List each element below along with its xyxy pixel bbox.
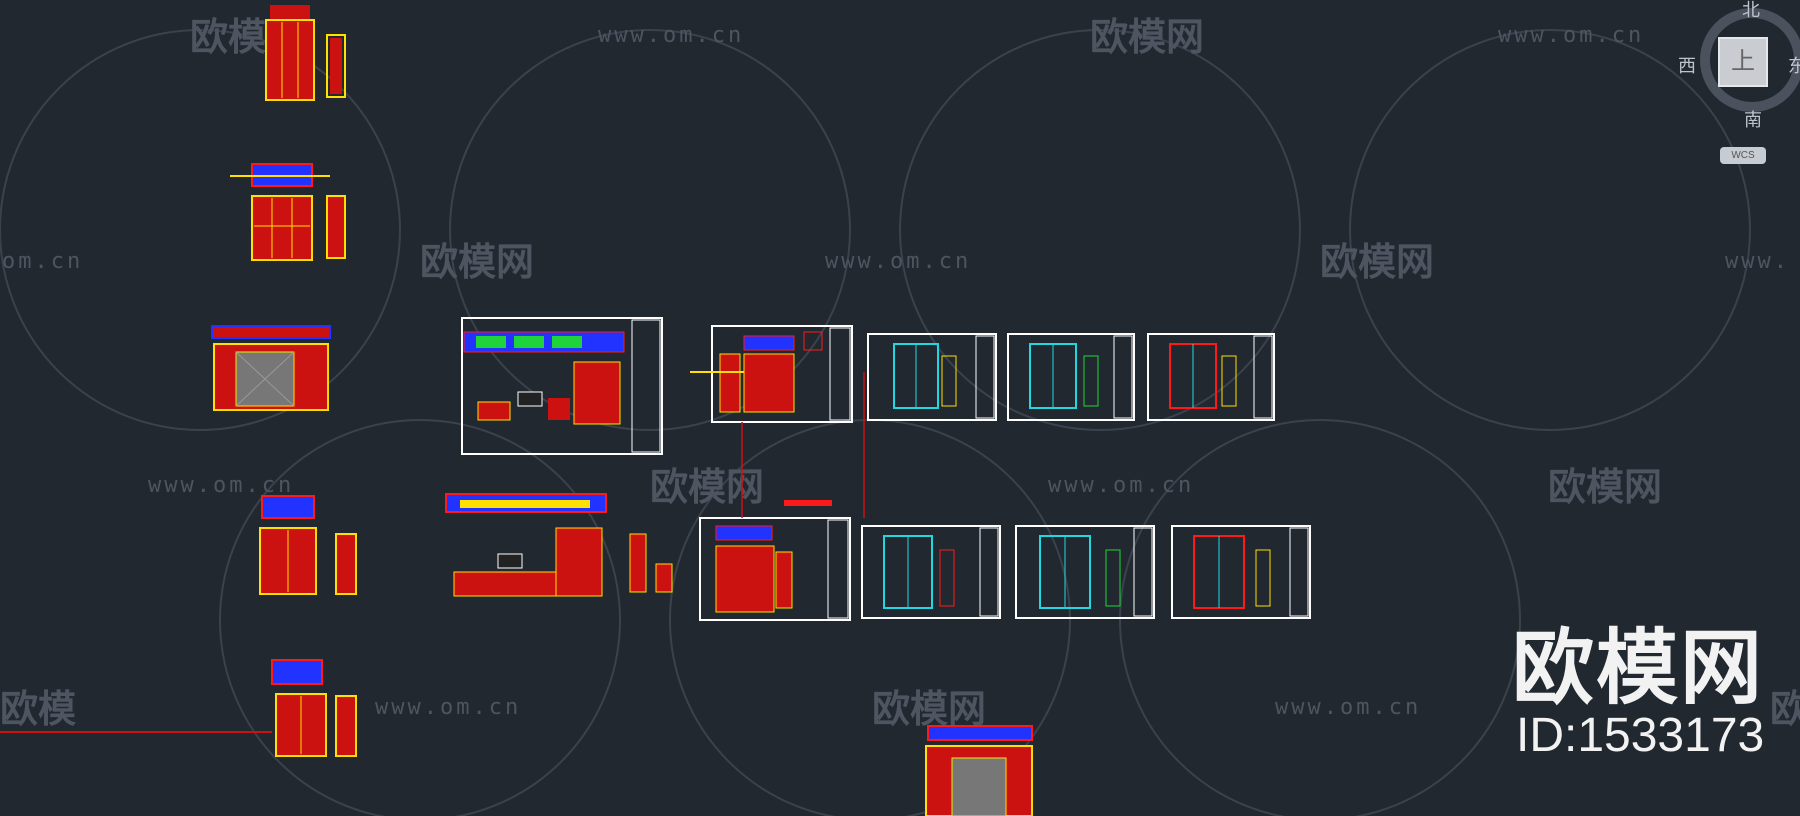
drawing-sheet-1[interactable]: [461, 317, 663, 455]
viewcube-north[interactable]: 北: [1742, 0, 1760, 21]
watermark-url-partial: om.cn: [2, 249, 83, 274]
viewcube-west[interactable]: 西: [1678, 56, 1696, 77]
watermark-url-partial: www.: [1725, 249, 1790, 274]
viewcube-compass-ring[interactable]: [1700, 8, 1800, 112]
watermark-url: www.om.cn: [375, 695, 521, 720]
watermark-url: www.om.cn: [1275, 695, 1421, 720]
drawing-sheet-2[interactable]: [690, 325, 853, 423]
drawing-sheet-8[interactable]: [1015, 525, 1155, 619]
watermark-url: www.om.cn: [148, 473, 294, 498]
drawing-wardrobe-1[interactable]: [265, 5, 346, 101]
watermark-brand: 欧模网: [650, 465, 764, 509]
drawing-wardrobe-3[interactable]: [259, 495, 357, 595]
drawing-sheet-9[interactable]: [1171, 525, 1311, 619]
drawing-bed-elevation-2[interactable]: [925, 725, 1033, 816]
drawing-sheet-4[interactable]: [1007, 333, 1135, 421]
drawing-wardrobe-2[interactable]: [230, 163, 346, 261]
watermark-brand-partial: 欧模: [0, 687, 76, 731]
viewcube-east[interactable]: 东: [1788, 56, 1800, 77]
watermark-url: www.om.cn: [1498, 23, 1644, 48]
watermark-arcs: [0, 29, 1751, 816]
watermark-brand: 欧模网: [872, 687, 986, 731]
viewcube[interactable]: 北 西 东 南 上 WCS: [1678, 0, 1800, 180]
watermark-layer: 欧模网 www.om.cn 欧模网 www.om.cn om.cn 欧模网 ww…: [0, 15, 1800, 731]
drawing-plan-kitchen[interactable]: [445, 493, 673, 597]
watermark-brand: 欧模网: [420, 240, 534, 284]
viewcube-south[interactable]: 南: [1744, 110, 1762, 131]
drawing-sheet-3[interactable]: [867, 333, 997, 421]
connector-lines: [741, 372, 865, 518]
drawing-sheet-7[interactable]: [861, 525, 1001, 619]
watermark-url: www.om.cn: [825, 249, 971, 274]
brand-watermark: 欧模网: [1512, 621, 1765, 716]
drawing-sheet-5[interactable]: [1147, 333, 1275, 421]
wcs-menu-button[interactable]: WCS: [1720, 147, 1766, 164]
watermark-url: www.om.cn: [1048, 473, 1194, 498]
viewcube-top-face[interactable]: 上: [1718, 37, 1768, 87]
watermark-brand: 欧模网: [1548, 465, 1662, 509]
watermark-brand: 欧模网: [1090, 15, 1204, 59]
watermark-brand-partial: 欧模: [1770, 687, 1800, 731]
drawing-bed-elevation[interactable]: [211, 325, 331, 411]
drawing-wardrobe-4[interactable]: [0, 659, 357, 757]
watermark-brand: 欧模网: [1320, 240, 1434, 284]
model-id-label: ID:1533173: [1516, 709, 1765, 762]
drawing-sheet-6[interactable]: [699, 500, 851, 621]
watermark-url: www.om.cn: [598, 23, 744, 48]
